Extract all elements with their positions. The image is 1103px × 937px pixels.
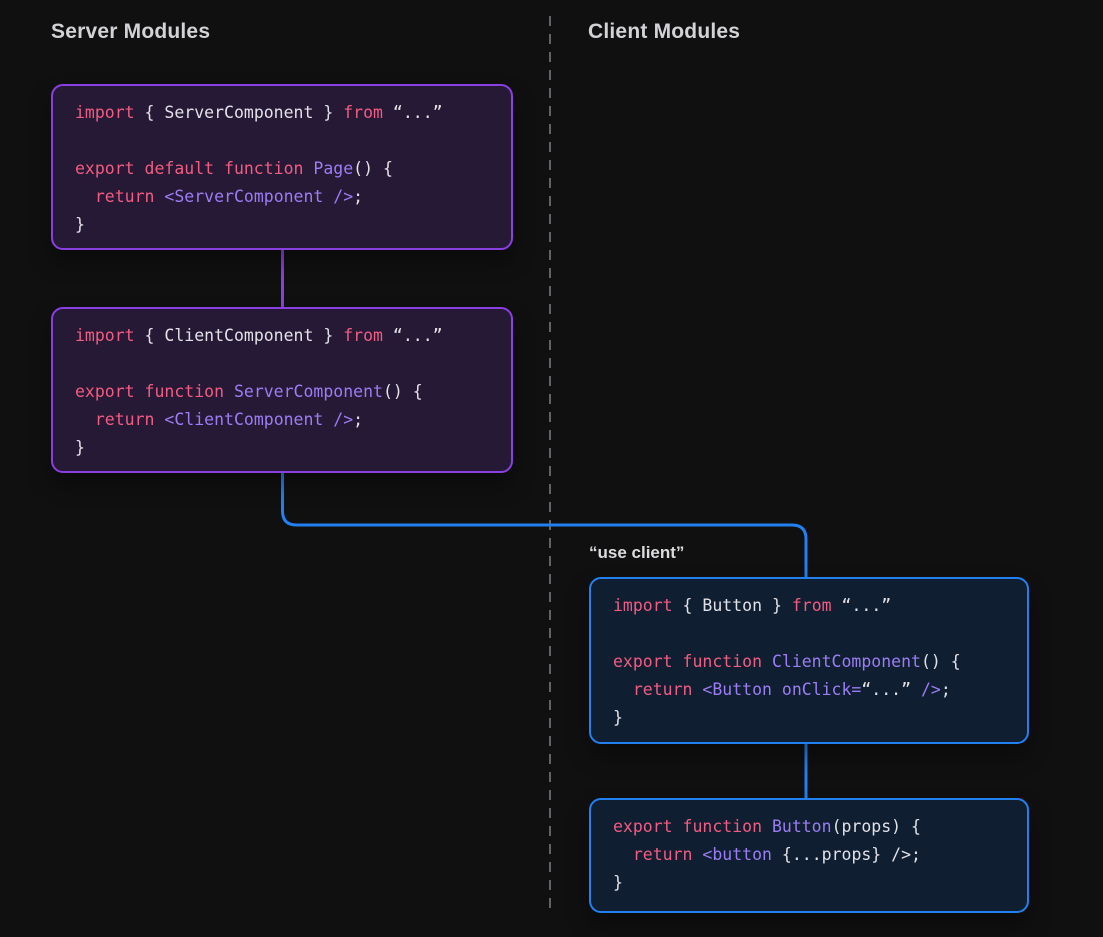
code-token: return (94, 410, 155, 429)
code-line (75, 350, 511, 378)
code-token: (props) { (831, 817, 921, 836)
code-token: return (94, 187, 155, 206)
code-token: return (632, 845, 693, 864)
code-token: <Button onClick= (692, 680, 862, 699)
code-token: Page (303, 159, 354, 178)
code-token: ServerComponent (224, 382, 383, 401)
code-token: from (343, 326, 383, 345)
code-token: “...” (831, 596, 892, 615)
code-token: () { (353, 159, 393, 178)
code-token (75, 187, 95, 206)
code-token: export function (613, 817, 763, 836)
code-line: import { Button } from “...” (613, 592, 1027, 620)
code-token: <button (692, 845, 772, 864)
code-token: from (791, 596, 832, 615)
use-client-directive-label: “use client” (589, 543, 685, 562)
code-token: { ClientComponent } (134, 326, 344, 345)
connector-servercomponent-to-clientcomponent (281, 472, 808, 578)
code-line: } (75, 211, 511, 239)
code-token: ; (940, 680, 951, 699)
code-token: import (75, 326, 135, 345)
code-line: return <ClientComponent />; (75, 406, 511, 434)
code-token: /> (911, 680, 941, 699)
code-token: “...” (861, 680, 912, 699)
server-client-boundary-divider (549, 16, 551, 916)
code-token: } (75, 215, 85, 234)
code-token: {...props} />; (771, 845, 921, 864)
server-modules-heading: Server Modules (51, 20, 211, 43)
code-token: ; (353, 187, 364, 206)
code-token (613, 845, 633, 864)
code-token: <ClientComponent /> (154, 410, 354, 429)
code-token: () { (920, 652, 961, 671)
code-token: } (75, 438, 85, 457)
code-line: } (75, 434, 511, 462)
code-token: } (613, 708, 623, 727)
code-token: export function (75, 382, 225, 401)
code-box-client-component: import { Button } from “...” export func… (589, 577, 1029, 744)
code-line (613, 620, 1027, 648)
code-token: <ServerComponent /> (154, 187, 354, 206)
code-box-server-component: import { ClientComponent } from “...” ex… (51, 307, 513, 473)
code-line: export default function Page() { (75, 155, 511, 183)
code-token: from (343, 103, 383, 122)
code-token: export function (613, 652, 763, 671)
code-line: return <Button onClick=“...” />; (613, 676, 1027, 704)
client-modules-heading: Client Modules (588, 20, 741, 43)
code-token: import (613, 596, 673, 615)
code-token: return (632, 680, 693, 699)
code-token: () { (382, 382, 423, 401)
code-line: export function Button(props) { (613, 813, 1027, 841)
code-token: { Button } (672, 596, 792, 615)
code-token: ; (353, 410, 364, 429)
code-line: return <button {...props} />; (613, 841, 1027, 869)
code-line: } (613, 869, 1027, 897)
code-token: import (75, 103, 135, 122)
code-line: export function ServerComponent() { (75, 378, 511, 406)
code-token: { ServerComponent } (134, 103, 344, 122)
code-line: export function ClientComponent() { (613, 648, 1027, 676)
code-box-page: import { ServerComponent } from “...” ex… (51, 84, 513, 250)
code-token (613, 680, 633, 699)
code-line: import { ClientComponent } from “...” (75, 322, 511, 350)
code-token (75, 410, 95, 429)
code-line: } (613, 704, 1027, 732)
code-line: import { ServerComponent } from “...” (75, 99, 511, 127)
code-token: “...” (382, 326, 443, 345)
code-box-button: export function Button(props) { return <… (589, 798, 1029, 913)
code-token: Button (762, 817, 832, 836)
code-token: ClientComponent (762, 652, 921, 671)
code-line (75, 127, 511, 155)
code-token: } (613, 873, 623, 892)
code-token: export default function (75, 159, 304, 178)
code-line: return <ServerComponent />; (75, 183, 511, 211)
code-token: “...” (382, 103, 443, 122)
